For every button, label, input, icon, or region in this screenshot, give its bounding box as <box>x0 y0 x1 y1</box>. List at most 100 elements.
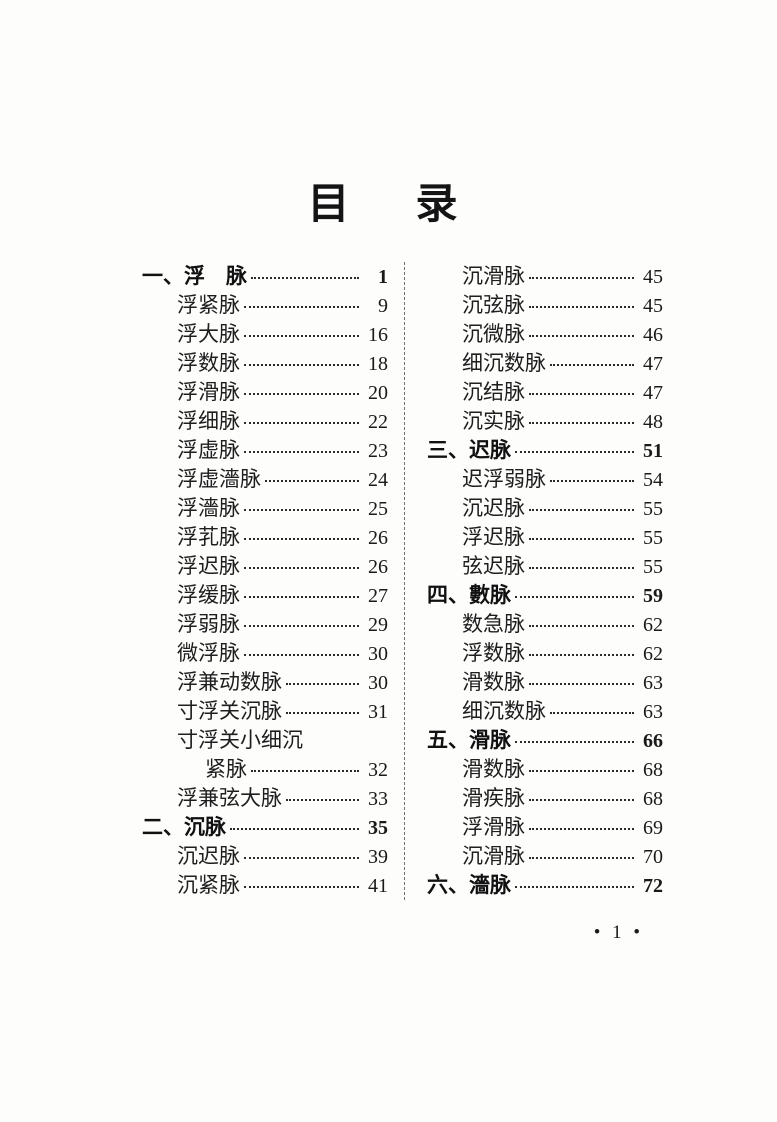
toc-leader-dots <box>529 668 634 697</box>
toc-page-number: 68 <box>643 788 663 810</box>
toc-entry: 滑数脉 63 <box>427 668 663 697</box>
toc-leader-dots <box>529 262 634 291</box>
toc-entry-label: 浮细脉 <box>177 409 240 433</box>
toc-entry-label: 浮紧脉 <box>177 293 240 317</box>
toc-entry-label: 浮兼弦大脉 <box>177 786 282 810</box>
toc-leader-dots <box>244 320 359 349</box>
toc-leader-dots <box>515 436 634 465</box>
toc-entry-label: 沉滑脉 <box>462 264 525 288</box>
toc-page-number: 29 <box>368 614 388 636</box>
toc-entry-label: 滑数脉 <box>462 670 525 694</box>
toc-entry: 浮兼弦大脉 33 <box>142 784 388 813</box>
toc-entry-label: 沉迟脉 <box>177 844 240 868</box>
toc-leader-dots <box>529 407 634 436</box>
toc-entry: 沉滑脉 45 <box>427 262 663 291</box>
toc-entry: 浮濇脉 25 <box>142 494 388 523</box>
toc-page-number: 55 <box>643 527 663 549</box>
toc-page-number: 70 <box>643 846 663 868</box>
toc-leader-dots <box>244 349 359 378</box>
page-footer: • 1 • <box>593 922 640 943</box>
toc-entry-label: 六、濇脉 <box>427 873 511 897</box>
toc-leader-dots <box>244 291 359 320</box>
toc-entry-label: 迟浮弱脉 <box>462 467 546 491</box>
toc-entry: 数急脉 62 <box>427 610 663 639</box>
toc-entry: 沉迟脉 55 <box>427 494 663 523</box>
toc-page-number: 31 <box>368 701 388 723</box>
toc-page-number: 23 <box>368 440 388 462</box>
toc-entry-label: 浮兼动数脉 <box>177 670 282 694</box>
toc-leader-dots <box>529 784 634 813</box>
toc-entry-label: 沉弦脉 <box>462 293 525 317</box>
toc-entry-label: 三、迟脉 <box>427 438 511 462</box>
toc-entry-label: 滑数脉 <box>462 757 525 781</box>
toc-page-number: 68 <box>643 759 663 781</box>
toc-page-number: 51 <box>643 440 663 462</box>
toc-entry: 沉弦脉 45 <box>427 291 663 320</box>
toc-section-entry: 三、迟脉 51 <box>427 436 663 465</box>
toc-page-number: 26 <box>368 556 388 578</box>
toc-entry: 浮缓脉 27 <box>142 581 388 610</box>
toc-entry-label: 浮迟脉 <box>177 554 240 578</box>
toc-entry-label: 浮滑脉 <box>462 815 525 839</box>
toc-entry: 滑数脉 68 <box>427 755 663 784</box>
toc-entry-label: 微浮脉 <box>177 641 240 665</box>
toc-entry-label: 四、數脉 <box>427 583 511 607</box>
toc-section-entry: 二、沉脉 35 <box>142 813 388 842</box>
toc-entry-label: 浮芤脉 <box>177 525 240 549</box>
toc-entry-label: 紧脉 <box>205 757 247 781</box>
toc-entry: 紧脉 32 <box>142 755 388 784</box>
toc-entry-label: 弦迟脉 <box>462 554 525 578</box>
toc-leader-dots <box>529 755 634 784</box>
toc-page-number: 41 <box>368 875 388 897</box>
toc-leader-dots <box>286 697 359 726</box>
toc-leader-dots <box>529 494 634 523</box>
toc-leader-dots <box>529 291 634 320</box>
toc-leader-dots <box>529 639 634 668</box>
toc-page-number: 26 <box>368 527 388 549</box>
toc-page-number: 63 <box>643 701 663 723</box>
toc-page-number: 55 <box>643 556 663 578</box>
page-title: 目 录 <box>307 182 470 228</box>
toc-page-number: 30 <box>368 672 388 694</box>
toc-page-number: 22 <box>368 411 388 433</box>
toc-entry: 浮迟脉 55 <box>427 523 663 552</box>
toc-page-number: 69 <box>643 817 663 839</box>
toc-entry-label: 寸浮关沉脉 <box>177 699 282 723</box>
toc-entry: 浮迟脉 26 <box>142 552 388 581</box>
toc-entry-label: 一、浮 脉 <box>142 264 247 288</box>
toc-page-number: 72 <box>643 875 663 897</box>
toc-entry: 浮紧脉 9 <box>142 291 388 320</box>
toc-leader-dots <box>550 465 634 494</box>
toc-leader-dots <box>529 320 634 349</box>
toc-entry: 浮虚濇脉 24 <box>142 465 388 494</box>
toc-entry: 浮虚脉 23 <box>142 436 388 465</box>
toc-entry-label: 细沉数脉 <box>462 351 546 375</box>
toc-entry: 滑疾脉 68 <box>427 784 663 813</box>
toc-section-entry: 四、數脉 59 <box>427 581 663 610</box>
toc-page-number: 63 <box>643 672 663 694</box>
toc-page-number: 27 <box>368 585 388 607</box>
toc-entry: 浮兼动数脉 30 <box>142 668 388 697</box>
toc-page-number: 18 <box>368 353 388 375</box>
toc-leader-dots <box>244 871 359 900</box>
toc-page-number: 39 <box>368 846 388 868</box>
toc-page-number: 25 <box>368 498 388 520</box>
toc-entry-label: 寸浮关小细沉 <box>177 728 303 752</box>
toc-entry-label: 二、沉脉 <box>142 815 226 839</box>
toc-column-left: 一、浮 脉 1 浮紧脉 9 浮大脉 16 浮数脉 18 浮滑脉 20 浮细脉 2… <box>142 262 388 900</box>
toc-section-entry: 五、滑脉 66 <box>427 726 663 755</box>
toc-leader-dots <box>244 581 359 610</box>
toc-page-number: 59 <box>643 585 663 607</box>
toc-leader-dots <box>244 407 359 436</box>
toc-leader-dots <box>244 436 359 465</box>
toc-page-number: 33 <box>368 788 388 810</box>
toc-leader-dots <box>550 697 634 726</box>
toc-page-number: 30 <box>368 643 388 665</box>
toc-leader-dots <box>286 668 359 697</box>
toc-entry: 浮数脉 62 <box>427 639 663 668</box>
toc-entry-label: 沉滑脉 <box>462 844 525 868</box>
toc-leader-dots <box>515 581 634 610</box>
toc-page-number: 66 <box>643 730 663 752</box>
toc-page-number: 54 <box>643 469 663 491</box>
